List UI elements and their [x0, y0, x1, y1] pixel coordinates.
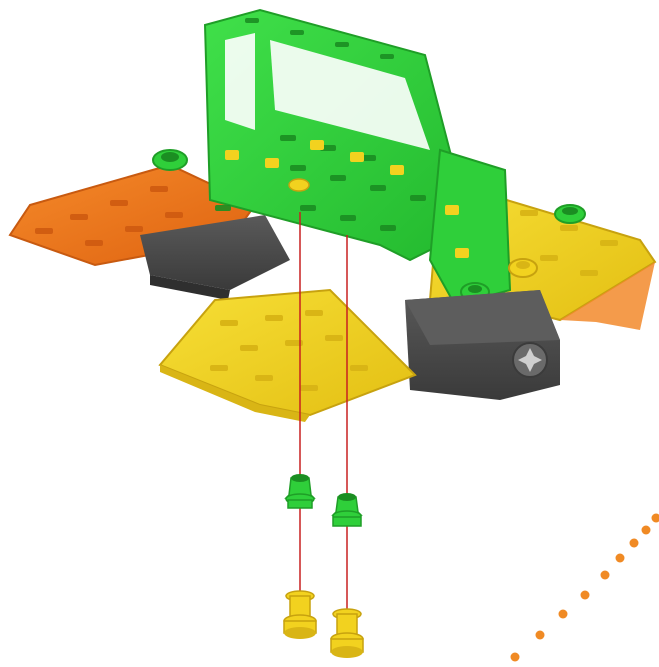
- green-peg-left: [286, 474, 314, 508]
- yellow-screw-right: [331, 609, 363, 658]
- path-dot: [630, 539, 639, 548]
- yellow-screws: [284, 591, 363, 658]
- gray-motor-right: [405, 290, 560, 400]
- green-connector-pegs: [286, 474, 361, 526]
- path-dot: [601, 571, 610, 580]
- guide-lines: [300, 212, 347, 650]
- path-dot: [652, 514, 659, 523]
- path-dot: [642, 526, 651, 535]
- green-peg-right: [333, 493, 361, 526]
- yellow-bottom-plate: [160, 290, 415, 422]
- orange-dotted-path: [511, 514, 659, 662]
- yellow-screw-left: [284, 591, 316, 639]
- path-dot: [511, 653, 520, 662]
- path-dot: [616, 554, 625, 563]
- path-dot: [536, 631, 545, 640]
- path-dot: [559, 610, 568, 619]
- path-dot: [581, 591, 590, 600]
